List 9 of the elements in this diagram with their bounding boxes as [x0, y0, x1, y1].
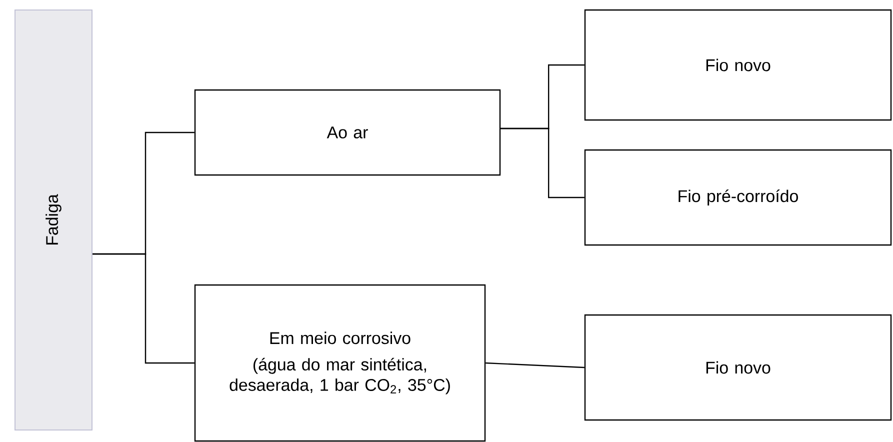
- process-box: Fio pré-corroído: [584, 149, 892, 246]
- connector-line: [500, 128, 584, 198]
- process-box: Fio novo: [584, 314, 892, 421]
- process-box: Em meio corrosivo (água do mar sintética, desaerada, 1 bar CO$_{2}$, 35°C): [194, 284, 486, 442]
- process-box: Ao ar: [194, 89, 501, 176]
- process-box: Fio novo: [584, 9, 892, 121]
- connector-line: [92, 253, 194, 364]
- category-box: Fadiga: [14, 10, 92, 430]
- connector-line: [486, 362, 584, 368]
